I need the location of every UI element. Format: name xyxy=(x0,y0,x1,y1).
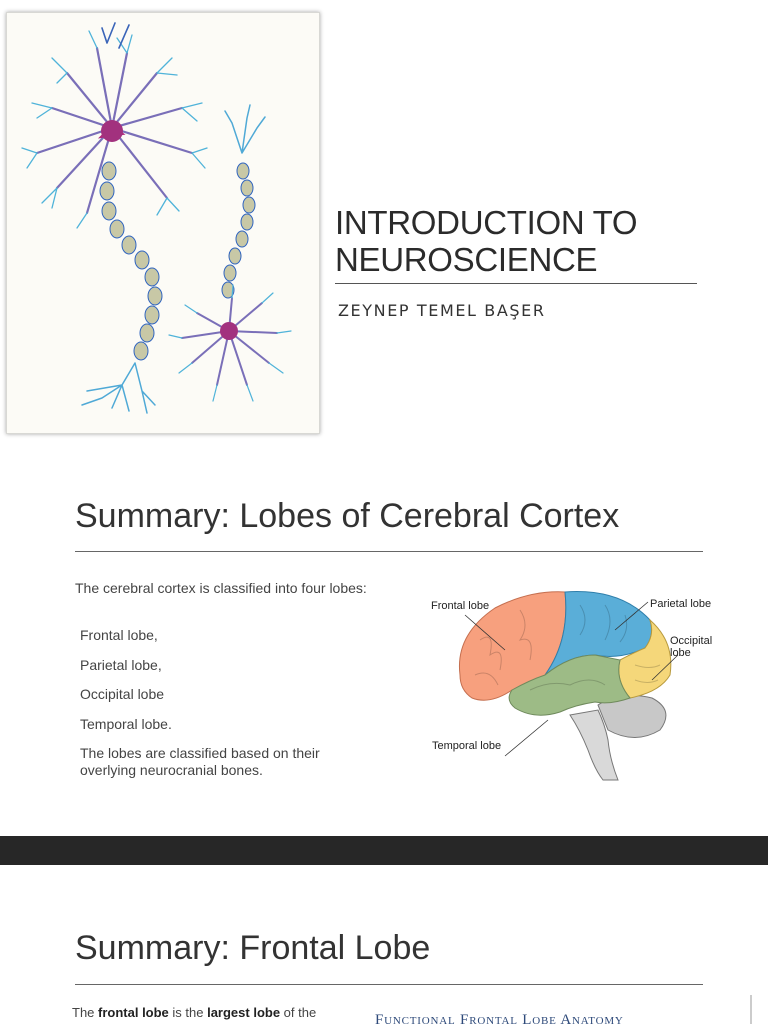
author-name: ZEYNEP TEMEL BAŞER xyxy=(338,301,546,320)
frontal-lobe-label: Frontal lobe xyxy=(431,600,490,612)
text-run: is the xyxy=(168,1005,208,1020)
brain-lobes-figure: Frontal lobe Parietal lobe Occipital lob… xyxy=(420,580,730,785)
slide-heading: Summary: Frontal Lobe xyxy=(75,929,431,967)
presentation-title: INTRODUCTION TO NEUROSCIENCE xyxy=(335,204,715,278)
list-item: Parietal lobe, xyxy=(80,656,162,673)
list-item: Occipital lobe xyxy=(80,686,165,702)
neuron-illustration xyxy=(6,12,320,434)
title-line-2: NEUROSCIENCE xyxy=(335,241,598,278)
title-slide: INTRODUCTION TO NEUROSCIENCE ZEYNEP TEME… xyxy=(0,0,768,445)
title-line-1: INTRODUCTION TO xyxy=(335,204,638,241)
list-item: Frontal lobe, xyxy=(80,627,158,643)
slide-separator xyxy=(0,836,768,865)
emphasis-largest-lobe: largest lobe xyxy=(207,1005,281,1020)
intro-text: The cerebral cortex is classified into f… xyxy=(75,580,367,596)
slide-heading: Summary: Lobes of Cerebral Cortex xyxy=(75,497,620,535)
scroll-indicator xyxy=(750,995,752,1024)
frontal-lobe-summary-slide: Summary: Frontal Lobe The frontal lobe i… xyxy=(0,865,768,1024)
temporal-lobe-label: Temporal lobe xyxy=(432,740,502,752)
text-run: of the xyxy=(280,1005,317,1020)
neuron-drawing xyxy=(21,22,292,414)
heading-divider xyxy=(75,984,703,985)
occipital-lobe-label-line-1: Occipital xyxy=(670,635,713,647)
brain-drawing xyxy=(458,591,679,781)
occipital-lobe-label-line-2: lobe xyxy=(670,647,691,659)
text-run: The xyxy=(72,1005,99,1020)
lobes-summary-slide: Summary: Lobes of Cerebral Cortex The ce… xyxy=(0,445,768,836)
list-item: Temporal lobe. xyxy=(80,715,172,732)
heading-divider xyxy=(75,551,703,552)
title-divider xyxy=(335,283,697,284)
lobe-list: Frontal lobe, Parietal lobe, Occipital l… xyxy=(80,627,172,745)
emphasis-frontal-lobe: frontal lobe xyxy=(98,1005,169,1020)
classification-basis-text: The lobes are classified based on their … xyxy=(80,745,320,778)
frontal-lobe-text: The frontal lobe is the largest lobe of … xyxy=(72,1005,362,1021)
parietal-lobe-label: Parietal lobe xyxy=(650,598,712,610)
figure-title: Functional Frontal Lobe Anatomy xyxy=(375,1012,624,1024)
